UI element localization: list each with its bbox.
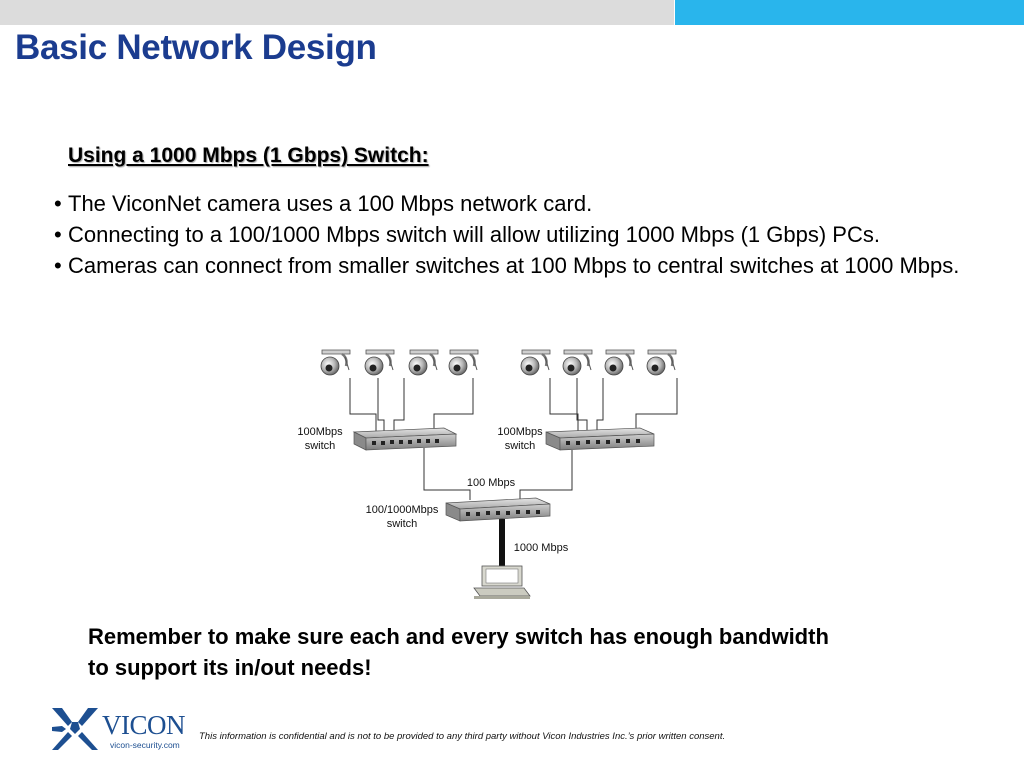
right-switch-label: 100Mbps — [497, 426, 543, 438]
dome-camera-icon — [561, 348, 594, 377]
vicon-logo: VICON vicon-security.com — [52, 708, 186, 750]
left-switch-label: 100Mbps — [297, 426, 343, 438]
uplink-speed-label: 100 Mbps — [467, 477, 516, 489]
bullet-item: • Cameras can connect from smaller switc… — [54, 250, 974, 281]
slide-title: Basic Network Design — [15, 28, 377, 67]
central-switch-label: switch — [387, 518, 418, 530]
bullet-text: Connecting to a 100/1000 Mbps switch wil… — [68, 222, 880, 247]
confidentiality-note: This information is confidential and is … — [199, 731, 726, 742]
dome-camera-icon — [645, 348, 678, 377]
pc-link-speed-label: 1000 Mbps — [514, 542, 569, 554]
switch-icon — [352, 427, 458, 451]
left-switch-label: switch — [305, 440, 336, 452]
dome-camera-icon — [519, 348, 552, 377]
logo-brand-text: VICON — [102, 710, 185, 740]
network-diagram: 100Mbps switch 100Mbps switch 100 Mbps 1… — [297, 348, 678, 599]
bullet-item: • The ViconNet camera uses a 100 Mbps ne… — [54, 188, 974, 219]
slide-subtitle: Using a 1000 Mbps (1 Gbps) Switch: — [68, 144, 429, 167]
bullet-list: • The ViconNet camera uses a 100 Mbps ne… — [54, 188, 974, 281]
dome-camera-icon — [603, 348, 636, 377]
dome-camera-icon — [319, 348, 352, 377]
central-switch-label: 100/1000Mbps — [366, 504, 439, 516]
top-bar-blue — [675, 0, 1024, 25]
switch-icon — [545, 427, 655, 451]
computer-icon — [473, 565, 531, 599]
top-bar-gray — [0, 0, 674, 25]
dome-camera-icon — [447, 348, 480, 377]
dome-camera-icon — [407, 348, 440, 377]
switch-icon — [445, 497, 551, 522]
bullet-dot: • — [54, 191, 62, 216]
dome-camera-icon — [363, 348, 396, 377]
bullet-dot: • — [54, 253, 62, 278]
bullet-text: The ViconNet camera uses a 100 Mbps netw… — [68, 191, 593, 216]
logo-website-text: vicon-security.com — [110, 740, 180, 750]
right-switch-label: switch — [505, 440, 536, 452]
bullet-dot: • — [54, 222, 62, 247]
reminder-note: Remember to make sure each and every swi… — [88, 624, 829, 680]
vicon-star-icon — [52, 708, 98, 750]
bullet-text: Cameras can connect from smaller switche… — [68, 253, 960, 278]
bullet-item: • Connecting to a 100/1000 Mbps switch w… — [54, 219, 974, 250]
